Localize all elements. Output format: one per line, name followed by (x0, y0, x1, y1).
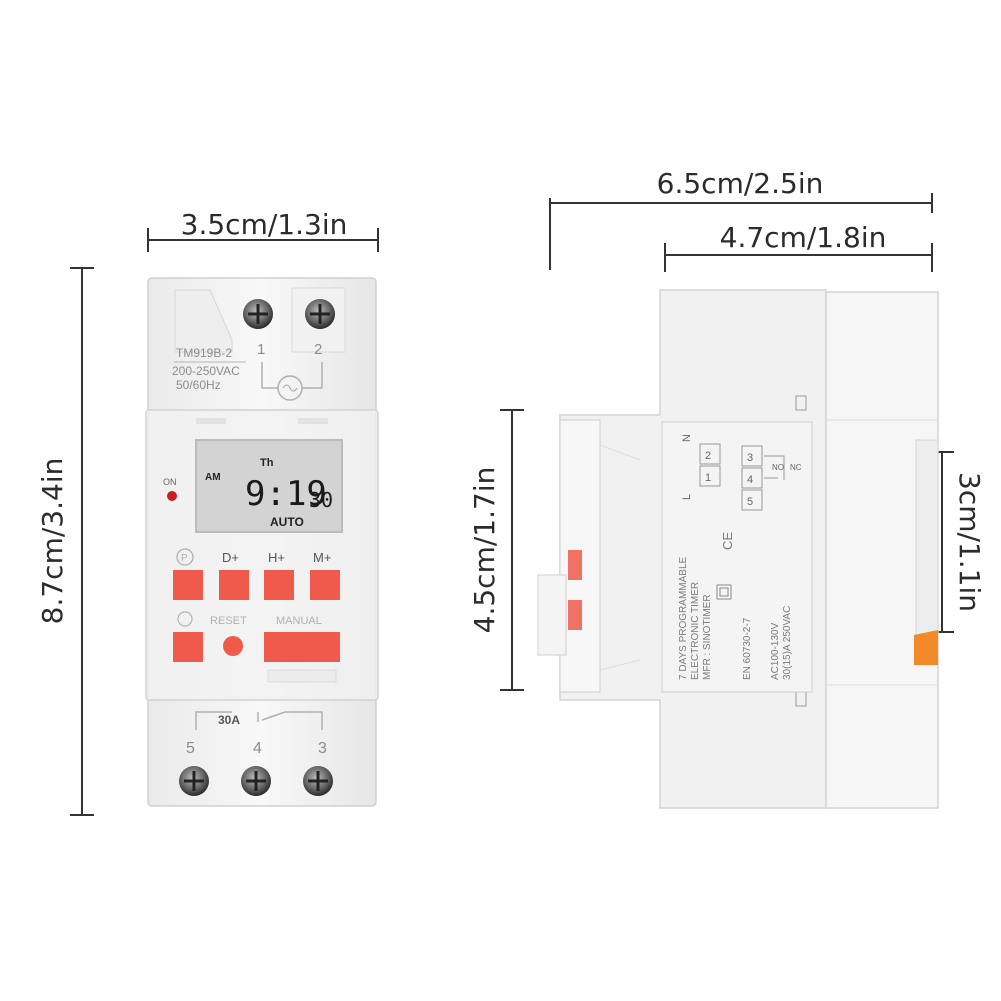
double-insulation-icon (716, 584, 732, 600)
dimension-side-rear-width: 4.7cm/1.8in (664, 221, 933, 272)
led-label: ON (163, 477, 177, 487)
side-terminal-4: 4 (747, 474, 753, 486)
dimension-side-total-width: 6.5cm/2.5in (549, 167, 933, 270)
side-text-line-1: 7 DAYS PROGRAMMABLE (678, 556, 689, 680)
power-led (167, 491, 177, 501)
side-text-line-2: ELECTRONIC TIMER (690, 582, 701, 680)
frequency-label: 50/60Hz (176, 378, 221, 392)
program-button[interactable] (173, 570, 203, 600)
program-icon (176, 548, 194, 566)
reset-button[interactable] (223, 636, 243, 656)
lcd-ampm: AM (205, 472, 221, 483)
bottom-terminal-5-label: 5 (186, 740, 195, 757)
side-height-label: 4.5cm/1.7in (468, 467, 501, 634)
button-h-label: H+ (268, 550, 285, 565)
side-rear-width-label: 4.7cm/1.8in (720, 221, 887, 254)
side-text-line-6: AC100-130V (770, 622, 781, 680)
bottom-screw-5 (179, 766, 209, 796)
bottom-terminal-4-label: 4 (253, 740, 262, 757)
top-screw-2 (305, 299, 335, 329)
clock-icon (177, 611, 193, 627)
top-terminal-2-label: 2 (314, 341, 322, 358)
side-no-label: NO (772, 463, 784, 472)
front-height-label: 8.7cm/3.4in (36, 458, 69, 625)
voltage-label: 200-250VAC (172, 364, 240, 378)
dimension-side-rail-height: 3cm/1.1in (930, 451, 986, 633)
front-width-label: 3.5cm/1.3in (181, 208, 348, 241)
top-screw-1 (243, 299, 273, 329)
side-nc-label: NC (790, 463, 802, 472)
manual-label: MANUAL (276, 615, 322, 627)
button-d-label: D+ (222, 550, 239, 565)
side-rail-height-label: 3cm/1.1in (953, 472, 986, 612)
side-line-l: L (681, 494, 693, 500)
side-ce-mark: CE (720, 532, 735, 550)
bottom-terminal-3-label: 3 (318, 740, 327, 757)
side-terminal-5: 5 (747, 496, 753, 508)
top-terminal-1-label: 1 (257, 341, 265, 358)
bottom-screw-3 (303, 766, 333, 796)
lcd-display: AM Th 9:19 30 AUTO (195, 439, 343, 533)
side-text-line-3: MFR : SINOTIMER (702, 594, 713, 680)
manual-button[interactable] (264, 632, 340, 662)
side-terminal-1: 1 (705, 472, 711, 484)
dimension-front-height: 8.7cm/3.4in (36, 267, 94, 816)
lcd-seconds: 30 (309, 488, 333, 512)
side-text-line-7: 30(15)A 250VAC (782, 606, 793, 680)
side-text-line-5: EN 60730-2-7 (742, 617, 753, 680)
dimension-front-width: 3.5cm/1.3in (147, 208, 379, 252)
svg-text:P: P (181, 553, 188, 564)
model-label: TM919B-2 (176, 346, 232, 360)
side-line-n: N (681, 434, 693, 442)
day-plus-button[interactable] (219, 570, 249, 600)
side-device: 7 DAYS PROGRAMMABLE ELECTRONIC TIMER MFR… (537, 289, 939, 809)
reset-label: RESET (210, 615, 247, 627)
relay-rating-label: 30A (218, 713, 240, 727)
lcd-day: Th (260, 457, 274, 469)
bottom-screw-4 (241, 766, 271, 796)
minute-plus-button[interactable] (310, 570, 340, 600)
lcd-mode: AUTO (270, 515, 304, 529)
side-total-width-label: 6.5cm/2.5in (657, 167, 824, 200)
hour-plus-button[interactable] (264, 570, 294, 600)
dimension-side-height: 4.5cm/1.7in (468, 409, 524, 691)
side-terminal-3: 3 (747, 452, 753, 464)
side-terminal-2: 2 (705, 450, 711, 462)
clock-button[interactable] (173, 632, 203, 662)
lcd-time: 9:19 (245, 474, 327, 514)
front-device: TM919B-2 200-250VAC 50/60Hz 1 2 AM Th 9:… (145, 277, 379, 807)
button-m-label: M+ (313, 550, 331, 565)
